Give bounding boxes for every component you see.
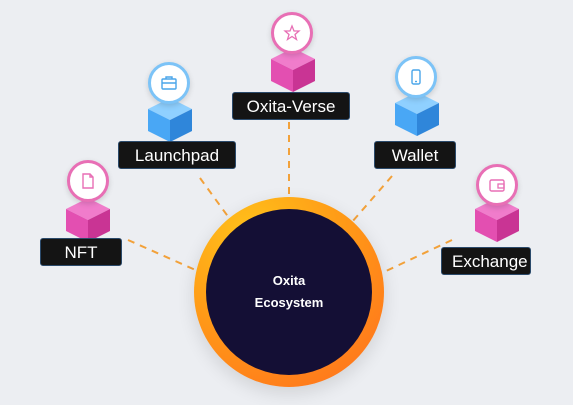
oxita-verse-label: Oxita-Verse bbox=[232, 92, 350, 120]
connector-launchpad bbox=[199, 177, 233, 223]
wallet-cube bbox=[395, 92, 439, 136]
hub-title-line1: Oxita bbox=[272, 273, 306, 288]
connector-nft bbox=[127, 239, 201, 273]
nft-cube bbox=[66, 198, 110, 242]
document-icon bbox=[67, 160, 109, 202]
hub-circle: Oxita Ecosystem bbox=[194, 197, 384, 387]
hub-inner: Oxita Ecosystem bbox=[206, 209, 372, 375]
wallet-icon bbox=[476, 164, 518, 206]
wallet-label: Wallet bbox=[374, 141, 456, 169]
star-icon bbox=[271, 12, 313, 54]
launchpad-label: Launchpad bbox=[118, 141, 236, 169]
oxita-verse-cube bbox=[271, 48, 315, 92]
connector-wallet bbox=[351, 175, 393, 223]
exchange-label: Exchange bbox=[441, 247, 531, 275]
smartphone-icon bbox=[395, 56, 437, 98]
launchpad-cube bbox=[148, 98, 192, 142]
briefcase-icon bbox=[148, 62, 190, 104]
nft-label: NFT bbox=[40, 238, 122, 266]
exchange-cube bbox=[475, 198, 519, 242]
hub-title-line2: Ecosystem bbox=[254, 295, 324, 310]
